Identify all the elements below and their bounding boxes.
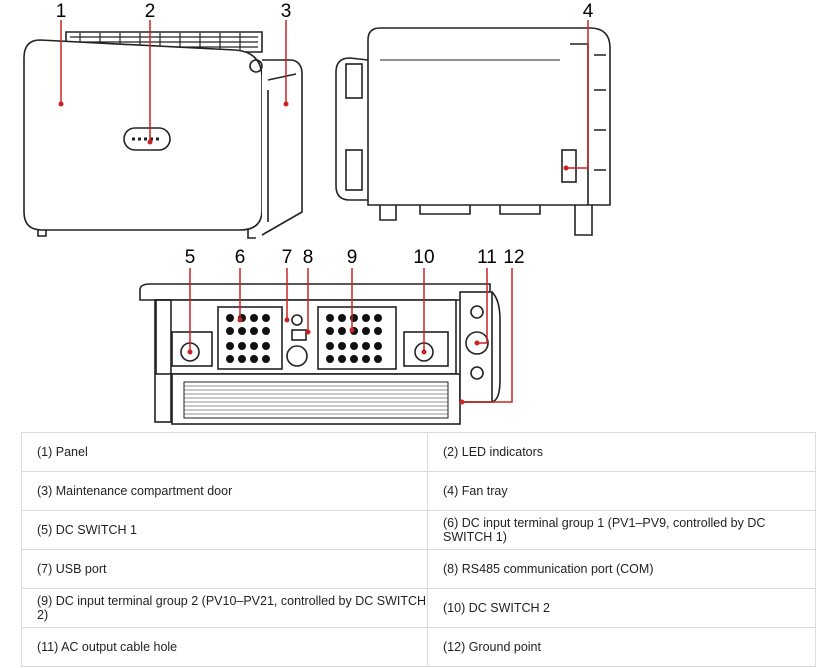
callout-11: 11 xyxy=(477,247,497,268)
callout-10: 10 xyxy=(413,247,434,268)
legend-row: (1) Panel (2) LED indicators xyxy=(21,432,816,472)
callout-8: 8 xyxy=(303,247,314,268)
legend-cell: (6) DC input terminal group 1 (PV1–PV9, … xyxy=(427,510,816,550)
legend-cell: (3) Maintenance compartment door xyxy=(21,471,428,511)
legend-row: (5) DC SWITCH 1 (6) DC input terminal gr… xyxy=(21,510,816,550)
legend-cell: (5) DC SWITCH 1 xyxy=(21,510,428,550)
leader-lines xyxy=(60,20,589,403)
legend-row: (3) Maintenance compartment door (4) Fan… xyxy=(21,471,816,511)
terminal-dots xyxy=(226,314,382,363)
callout-6: 6 xyxy=(235,247,246,268)
maintenance-door xyxy=(261,59,303,236)
callout-3: 3 xyxy=(281,1,292,22)
callout-5: 5 xyxy=(185,247,196,268)
fan-tray xyxy=(561,149,577,183)
usb-port xyxy=(291,314,303,326)
callout-9: 9 xyxy=(347,247,358,268)
legend-cell: (12) Ground point xyxy=(427,627,816,667)
legend-cell: (7) USB port xyxy=(21,549,428,589)
legend-cell: (2) LED indicators xyxy=(427,432,816,472)
legend-cell: (11) AC output cable hole xyxy=(21,627,428,667)
led-indicators xyxy=(123,127,171,151)
ac-output-hole xyxy=(465,331,489,355)
callout-2: 2 xyxy=(145,1,156,22)
front-view xyxy=(23,31,303,239)
legend-row: (7) USB port (8) RS485 communication por… xyxy=(21,549,816,589)
legend-cell: (4) Fan tray xyxy=(427,471,816,511)
legend-cell: (1) Panel xyxy=(21,432,428,472)
legend-row: (11) AC output cable hole (12) Ground po… xyxy=(21,627,816,667)
legend-cell: (10) DC SWITCH 2 xyxy=(427,588,816,628)
rear-view xyxy=(335,27,611,236)
callout-7: 7 xyxy=(282,247,293,268)
rs485-port xyxy=(291,329,307,341)
callout-1: 1 xyxy=(56,1,67,22)
legend-cell: (8) RS485 communication port (COM) xyxy=(427,549,816,589)
bottom-view xyxy=(139,283,501,425)
callout-12: 12 xyxy=(503,247,524,268)
legend-table: (1) Panel (2) LED indicators (3) Mainten… xyxy=(21,432,816,667)
callout-4: 4 xyxy=(583,1,594,22)
inverter-diagram: 1 2 3 4 5 6 7 8 9 10 11 12 xyxy=(23,1,611,425)
legend-row: (9) DC input terminal group 2 (PV10–PV21… xyxy=(21,588,816,628)
panel xyxy=(23,39,263,231)
legend-cell: (9) DC input terminal group 2 (PV10–PV21… xyxy=(21,588,428,628)
